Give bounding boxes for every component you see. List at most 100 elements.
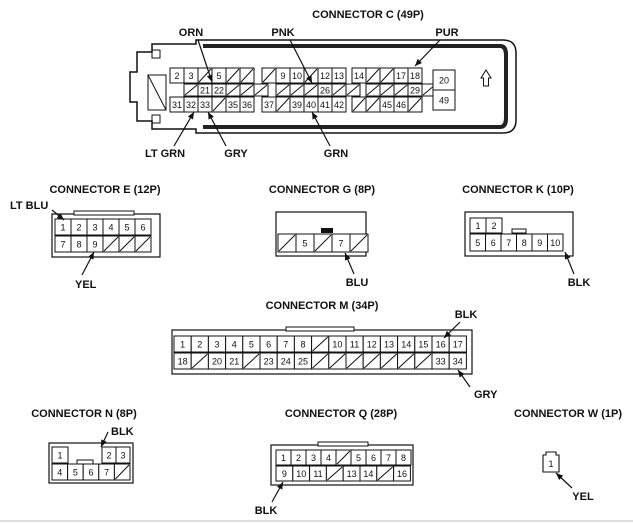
- connector-q-row1-5-label: 5: [356, 453, 361, 463]
- connector-c-g0-top-5-blank: [240, 68, 254, 83]
- connector-e-title: CONNECTOR E (12P): [49, 184, 160, 196]
- connector-m-row2-5-label: 23: [264, 357, 274, 367]
- connector-m-row1-7-label: 8: [300, 340, 305, 350]
- connector-m-row2-0-label: 18: [178, 357, 188, 367]
- connector-c-g2-bot-2-label: 45: [382, 100, 392, 110]
- connector-n-row2-4-blank: [115, 464, 130, 480]
- connector-c-g0-bot-4-label: 35: [228, 100, 238, 110]
- connector-g-row1-0-blank: [278, 234, 296, 252]
- connector-m-row2-11-blank: [363, 353, 380, 369]
- connector-e-row2-3-blank: [103, 236, 119, 252]
- connector-c-g0-mid-5-blank: [254, 84, 268, 96]
- connector-c-g1-bot-3-label: 40: [306, 100, 316, 110]
- connector-n-r1-2-box: [115, 446, 131, 464]
- connector-c-left-latch: [147, 74, 167, 111]
- connector-c-tab-bottom: [151, 114, 161, 124]
- connector-m-row1-6-label: 7: [283, 340, 288, 350]
- connector-q-row1-1-label: 2: [296, 453, 301, 463]
- connector-m-row2-16-label: 34: [453, 357, 463, 367]
- connector-e-row1-0-label: 1: [60, 223, 65, 233]
- connector-c-g0-top-0-label: 2: [174, 71, 179, 81]
- connector-g-wire-blu: BLU: [346, 277, 369, 289]
- connector-c-g1-bot-4-label: 41: [320, 100, 330, 110]
- connector-q-row1-8-box: [395, 449, 412, 466]
- connector-m-arrow-gry-head: [458, 370, 465, 378]
- connector-c-g2-top-4-label: 18: [410, 71, 420, 81]
- connector-c-g1-mid-0-blank: [276, 84, 290, 96]
- connector-m-arrow-blk-head: [444, 330, 452, 338]
- connector-e-row2-2-label: 9: [92, 240, 97, 250]
- connector-c-g1-bot-0-label: 37: [264, 100, 274, 110]
- connector-c-g2-top-2-blank: [380, 68, 394, 83]
- connector-q-row1-8-label: 8: [401, 453, 406, 463]
- connector-k-row2-5-label: 10: [550, 238, 560, 248]
- connector-k-row1-0-label: 1: [475, 221, 480, 231]
- connector-m-row1-10-label: 11: [350, 340, 359, 350]
- connector-e-arrow-yel-head: [88, 252, 94, 260]
- connector-k-title: CONNECTOR K (10P): [462, 184, 574, 196]
- connector-c-g0-top-4-blank: [226, 68, 240, 83]
- connector-c-arrow-gry-head: [208, 112, 214, 120]
- connector-w-pin-label: 1: [548, 459, 553, 469]
- connector-c-arrow-orn-line: [197, 39, 213, 83]
- connector-n-arrow-blk-head: [101, 439, 107, 447]
- connector-c-g0-mid-3-blank: [226, 84, 240, 96]
- connector-m-row2-13-blank: [398, 353, 415, 369]
- connector-k-arrow-blk-head: [564, 252, 571, 260]
- connector-q-row2-0-label: 9: [282, 469, 287, 479]
- connector-c-wire-pur: PUR: [435, 27, 458, 39]
- connector-c-g1-bot-5-box: [331, 96, 347, 113]
- connector-c-g2-top-4-box: [407, 67, 423, 84]
- connector-c-arrow-pur-head: [415, 58, 423, 66]
- connector-c-g2-bot-1-blank: [366, 97, 380, 112]
- connector-k-wire-blk: BLK: [568, 277, 591, 289]
- connector-c-g1-top-3-blank: [304, 68, 318, 83]
- connector-n-r1-0-label: 1: [57, 451, 62, 461]
- connector-c-g3-bot-box: [432, 89, 456, 111]
- connector-c-g0-bot-5-label: 36: [242, 100, 252, 110]
- connector-n-title: CONNECTOR N (8P): [31, 408, 137, 420]
- connector-n-row2-2-label: 6: [88, 468, 93, 478]
- connector-k-row2-4-label: 9: [537, 238, 542, 248]
- connector-c-g2-mid-0-blank: [366, 84, 380, 96]
- connector-n-row2-0-label: 4: [57, 468, 62, 478]
- connector-c-g1-top-2-label: 10: [292, 71, 302, 81]
- connector-c-g2-mid-1-blank: [380, 84, 394, 96]
- connector-m-row1-16-label: 17: [453, 340, 463, 350]
- connector-c-arrow-pnk-line: [289, 39, 313, 84]
- connector-g-row1-3-label: 7: [338, 239, 343, 249]
- connector-c-g1-mid-5-blank: [346, 84, 360, 96]
- connector-c-g2-mid-2-blank: [394, 84, 408, 96]
- connector-g-row1-1-label: 5: [302, 239, 307, 249]
- connector-w-wire-yel: YEL: [572, 491, 594, 503]
- connector-m-row1-12-label: 13: [384, 340, 394, 350]
- connector-c-g1-bot-5-label: 42: [334, 100, 344, 110]
- connector-c-g0-bot-2-label: 33: [200, 100, 210, 110]
- connector-k-latch: [511, 228, 527, 234]
- connector-n-row2-1-label: 5: [73, 468, 78, 478]
- connector-e-row1-3-label: 4: [108, 223, 113, 233]
- connector-c-g1-top-0-blank: [262, 68, 276, 83]
- connector-q-row2-5-label: 14: [363, 469, 373, 479]
- connector-c-wire-pnk: PNK: [271, 27, 294, 39]
- connector-k-row2-0-label: 5: [475, 238, 480, 248]
- connector-m-row1-15-label: 16: [436, 340, 446, 350]
- connector-n-latch: [76, 459, 94, 465]
- connector-c-wire-grn: GRN: [324, 148, 349, 160]
- connector-e-row2-1-label: 8: [76, 240, 81, 250]
- connector-q-row2-7-box: [393, 465, 411, 482]
- connector-q-row1-0-label: 1: [281, 453, 286, 463]
- connector-q-title: CONNECTOR Q (28P): [285, 408, 398, 420]
- connector-q-row1-4-blank: [336, 450, 351, 465]
- connector-c-arrow-orn-head: [206, 74, 213, 82]
- connector-m-title: CONNECTOR M (34P): [266, 300, 379, 312]
- connector-c-g0-bot-3-blank: [212, 97, 226, 112]
- connector-g-arrow-blu-head: [345, 253, 351, 261]
- connector-m-row1-0-label: 1: [180, 340, 185, 350]
- connector-c-g1-top-5-box: [331, 67, 347, 84]
- connector-c-orientation-arrow-icon: [480, 69, 492, 87]
- connector-e-row2-0-label: 7: [60, 240, 65, 250]
- connector-c-g2-bot-3-label: 46: [396, 100, 406, 110]
- connector-k-row2-5-box: [547, 233, 564, 252]
